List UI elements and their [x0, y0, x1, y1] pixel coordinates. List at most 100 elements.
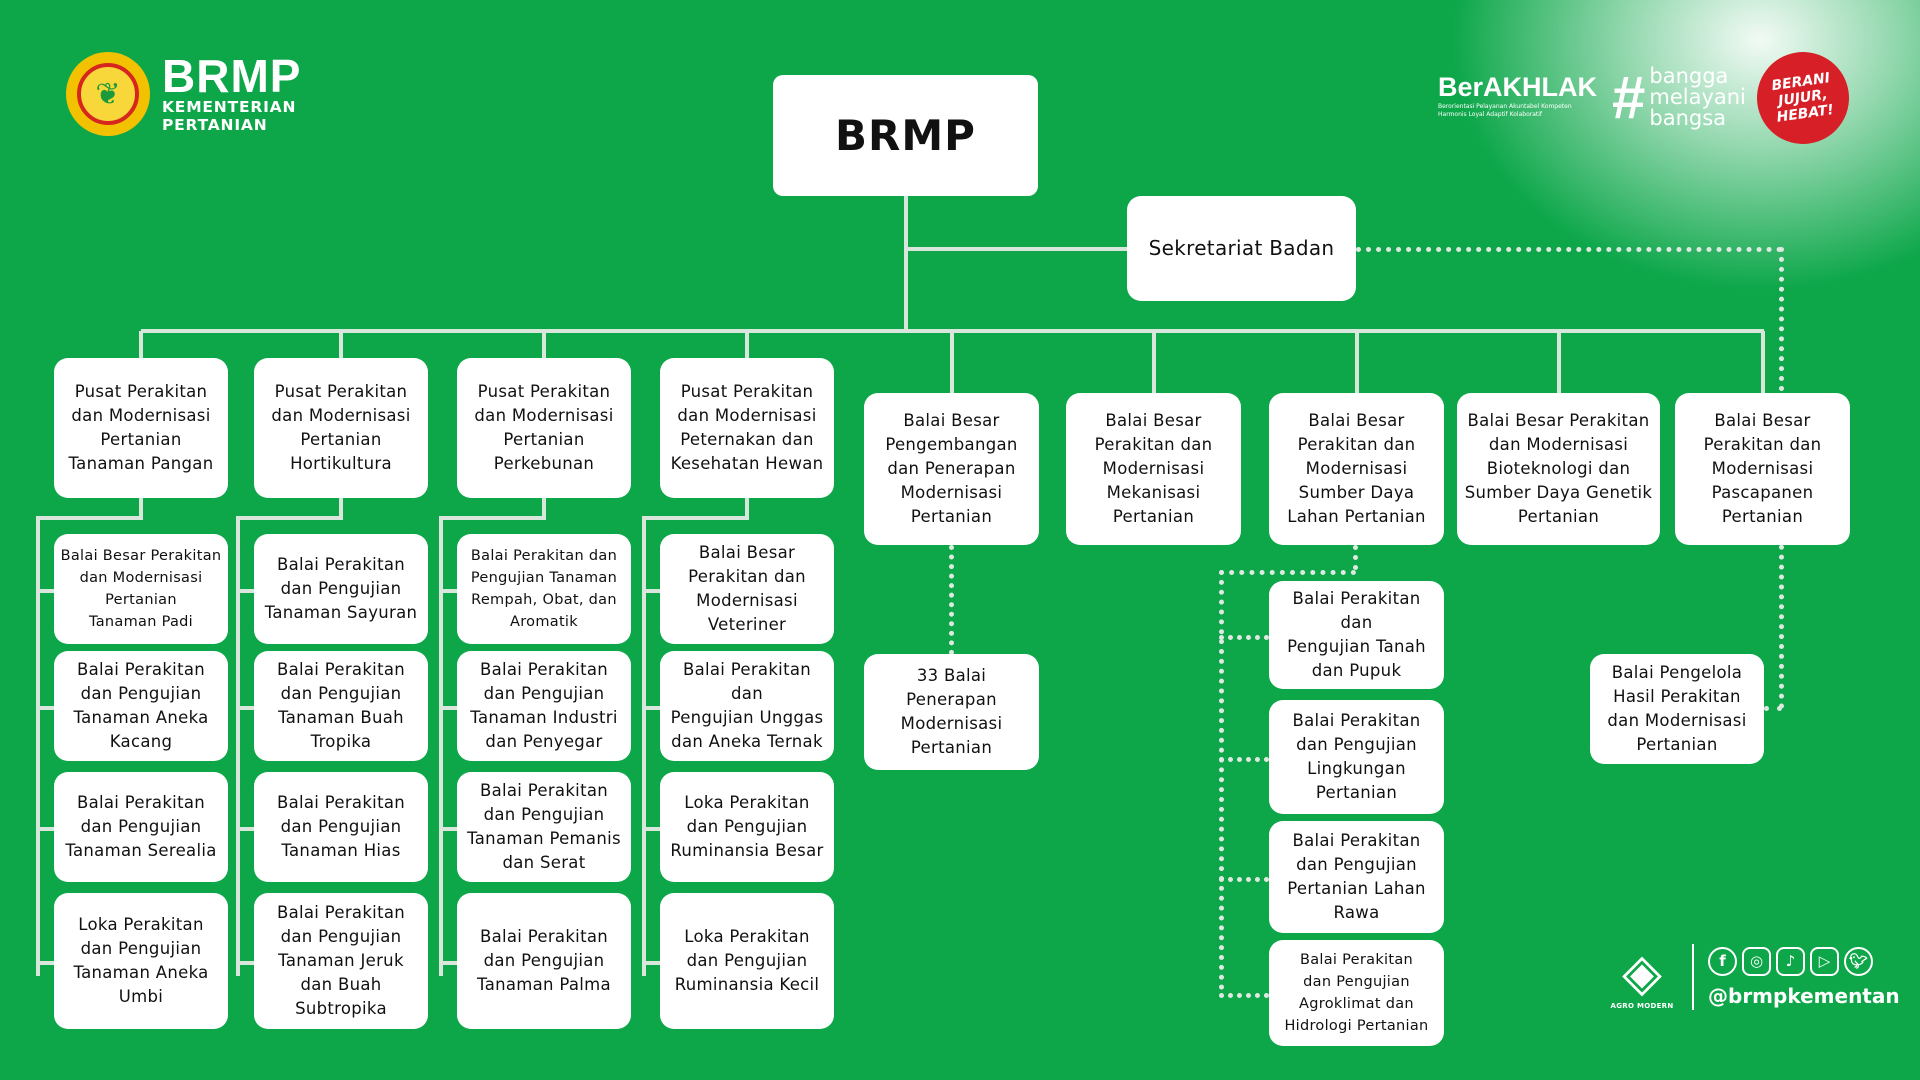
connector-line: [439, 516, 443, 976]
pusat-box-4[interactable]: Pusat Perakitan dan Modernisasi Peternak…: [660, 358, 834, 498]
connector-line: [906, 247, 1128, 251]
berakhlak-sub-1: Berorientasi Pelayanan Akuntabel Kompete…: [1438, 103, 1572, 110]
balai-besar-3-child-2[interactable]: Balai Perakitan dan Pengujian Lingkungan…: [1269, 700, 1444, 814]
pusat-4-child-3[interactable]: Loka Perakitan dan Pengujian Ruminansia …: [660, 772, 834, 882]
pusat-2-child-2[interactable]: Balai Perakitan dan Pengujian Tanaman Bu…: [254, 651, 428, 761]
pusat-1-child-3[interactable]: Balai Perakitan dan Pengujian Tanaman Se…: [54, 772, 228, 882]
connector-line: [439, 827, 457, 831]
logo-title: BRMP: [162, 50, 302, 102]
facebook-icon[interactable]: f: [1708, 946, 1737, 976]
pusat-box-2[interactable]: Pusat Perakitan dan Modernisasi Pertania…: [254, 358, 428, 498]
connector-line: [439, 706, 457, 710]
connector-line: [1760, 331, 1765, 394]
instagram-icon[interactable]: ◎: [1742, 946, 1771, 976]
hashtag-icon: #: [1612, 63, 1646, 131]
balai-besar-box-4[interactable]: Balai Besar Perakitan dan Modernisasi Bi…: [1457, 393, 1660, 545]
connector-line: [439, 516, 546, 520]
connector-line: [904, 196, 908, 331]
connector-line: [236, 516, 240, 976]
connector-line: [542, 331, 546, 359]
pusat-4-child-2[interactable]: Balai Perakitan dan Pengujian Unggas dan…: [660, 651, 834, 761]
balai-besar-3-child-4[interactable]: Balai Perakitan dan Pengujian Agroklimat…: [1269, 940, 1444, 1046]
connector-line: [642, 706, 660, 710]
footer-divider: [1692, 944, 1694, 1010]
connector-line: [236, 827, 254, 831]
connector-line: [642, 516, 749, 520]
bangga-melayani-logo: # bangga melayani bangsa: [1612, 66, 1746, 129]
dotted-connector: [949, 545, 954, 655]
connector-line: [139, 331, 143, 359]
connector-line: [236, 589, 254, 593]
berakhlak-sub-2: Harmonis Loyal Adaptif Kolaboratif: [1438, 111, 1543, 118]
dotted-connector: [1219, 877, 1269, 882]
connector-line: [949, 331, 954, 394]
connector-line: [36, 706, 54, 710]
footer: ◈ AGRO MODERN f ◎ ♪ ▷ 🐦︎ @brmpkementan: [1606, 944, 1900, 1010]
connector-line: [642, 827, 660, 831]
pusat-box-1[interactable]: Pusat Perakitan dan Modernisasi Pertania…: [54, 358, 228, 498]
dotted-connector: [1219, 570, 1356, 575]
pusat-2-child-3[interactable]: Balai Perakitan dan Pengujian Tanaman Hi…: [254, 772, 428, 882]
berakhlak-logo: BerAKHLAK Berorientasi Pelayanan Akuntab…: [1438, 72, 1597, 119]
pusat-4-child-4[interactable]: Loka Perakitan dan Pengujian Ruminansia …: [660, 893, 834, 1029]
pusat-1-child-1[interactable]: Balai Besar Perakitan dan Modernisasi Pe…: [54, 534, 228, 644]
secretariat-box[interactable]: Sekretariat Badan: [1127, 196, 1356, 301]
dotted-connector: [1219, 993, 1269, 998]
pusat-3-child-4[interactable]: Balai Perakitan dan Pengujian Tanaman Pa…: [457, 893, 631, 1029]
connector-line: [1354, 331, 1359, 394]
connector-line: [36, 589, 54, 593]
dotted-connector: [1764, 706, 1782, 711]
balai-besar-box-3[interactable]: Balai Besar Perakitan dan Modernisasi Su…: [1269, 393, 1444, 545]
balai-besar-1-child-1[interactable]: 33 Balai Penerapan Modernisasi Pertanian: [864, 654, 1039, 770]
brmp-logo: ❦ BRMP KEMENTERIAN PERTANIAN: [66, 52, 301, 136]
logo-subtitle-2: PERTANIAN: [162, 116, 268, 134]
connector-line: [36, 961, 54, 965]
pusat-3-child-3[interactable]: Balai Perakitan dan Pengujian Tanaman Pe…: [457, 772, 631, 882]
agro-modern-label: AGRO MODERN: [1610, 1002, 1674, 1010]
logo-subtitle-1: KEMENTERIAN: [162, 98, 297, 116]
connector-line: [542, 498, 546, 518]
root-box-brmp[interactable]: BRMP: [773, 75, 1038, 196]
dotted-connector: [1356, 247, 1782, 252]
connector-line: [439, 589, 457, 593]
pusat-3-child-1[interactable]: Balai Perakitan dan Pengujian Tanaman Re…: [457, 534, 631, 644]
pusat-4-child-1[interactable]: Balai Besar Perakitan dan Modernisasi Ve…: [660, 534, 834, 644]
bangga-text: bangga melayani bangsa: [1649, 64, 1746, 130]
balai-besar-box-1[interactable]: Balai Besar Pengembangan dan Penerapan M…: [864, 393, 1039, 545]
pusat-2-child-1[interactable]: Balai Perakitan dan Pengujian Tanaman Sa…: [254, 534, 428, 644]
pusat-box-3[interactable]: Pusat Perakitan dan Modernisasi Pertania…: [457, 358, 631, 498]
agro-modern-icon: ◈: [1622, 943, 1662, 1003]
connector-line: [439, 961, 457, 965]
secretariat-child-box[interactable]: Balai Pengelola Hasil Perakitan dan Mode…: [1590, 654, 1764, 764]
dotted-connector: [1219, 757, 1269, 762]
social-handle[interactable]: @brmpkementan: [1708, 983, 1900, 1008]
connector-line: [1151, 331, 1156, 394]
connector-line: [745, 498, 749, 518]
connector-line: [236, 516, 343, 520]
connector-line: [36, 516, 143, 520]
balai-besar-box-5[interactable]: Balai Besar Perakitan dan Modernisasi Pa…: [1675, 393, 1850, 545]
connector-line: [745, 331, 749, 359]
pusat-3-child-2[interactable]: Balai Perakitan dan Pengujian Tanaman In…: [457, 651, 631, 761]
pusat-2-child-4[interactable]: Balai Perakitan dan Pengujian Tanaman Je…: [254, 893, 428, 1029]
youtube-icon[interactable]: ▷: [1810, 946, 1839, 976]
tiktok-icon[interactable]: ♪: [1776, 946, 1805, 976]
dotted-connector: [1353, 545, 1358, 570]
dotted-connector: [1219, 570, 1224, 990]
agro-modern-logo: ◈ AGRO MODERN: [1606, 944, 1678, 1010]
balai-besar-box-2[interactable]: Balai Besar Perakitan dan Modernisasi Me…: [1066, 393, 1241, 545]
berakhlak-title: BerAKHLAK: [1438, 72, 1598, 102]
balai-besar-3-child-3[interactable]: Balai Perakitan dan Pengujian Pertanian …: [1269, 821, 1444, 933]
connector-line: [339, 498, 343, 518]
connector-line: [642, 589, 660, 593]
connector-line: [642, 961, 660, 965]
background-glow: [1440, 0, 1920, 300]
pusat-1-child-2[interactable]: Balai Perakitan dan Pengujian Tanaman An…: [54, 651, 228, 761]
pusat-1-child-4[interactable]: Loka Perakitan dan Pengujian Tanaman Ane…: [54, 893, 228, 1029]
connector-line: [36, 516, 40, 976]
connector-line: [236, 706, 254, 710]
balai-besar-3-child-1[interactable]: Balai Perakitan dan Pengujian Tanah dan …: [1269, 581, 1444, 689]
connector-line: [642, 516, 646, 976]
connector-line: [339, 331, 343, 359]
twitter-icon[interactable]: 🐦︎: [1844, 946, 1873, 976]
